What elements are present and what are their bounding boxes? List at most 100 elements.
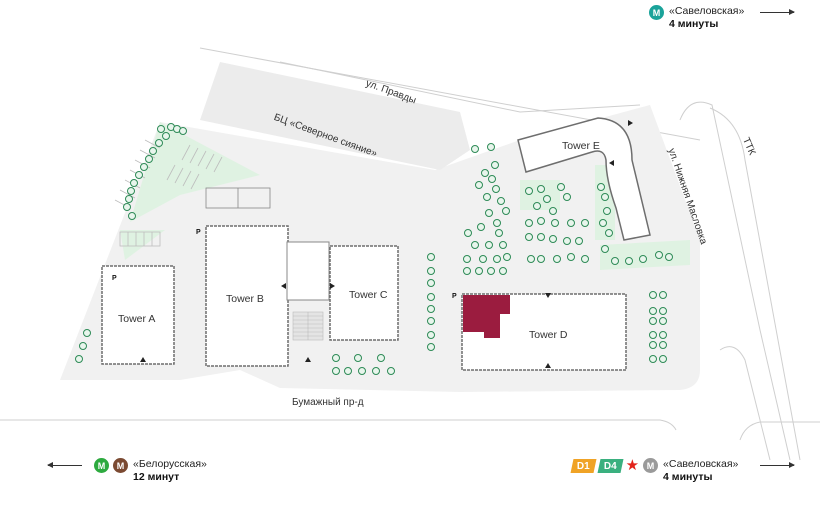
tower-a-footprint [101, 265, 175, 365]
tree-icon [658, 330, 667, 339]
tree-icon [491, 184, 500, 193]
tree-icon [654, 250, 663, 259]
tree-icon [648, 340, 657, 349]
mcd-d4-icon: D4 [597, 458, 624, 473]
tree-icon [648, 354, 657, 363]
tree-icon [478, 254, 487, 263]
tree-icon [426, 292, 435, 301]
greenery-nw [130, 122, 260, 222]
metro-green-icon: М [94, 458, 109, 473]
tree-icon [426, 316, 435, 325]
tree-icon [426, 304, 435, 313]
tree-icon [596, 182, 605, 191]
station-name: «Белорусская» [133, 458, 207, 470]
tree-icon [178, 126, 187, 135]
tree-icon [496, 196, 505, 205]
tree-icon [600, 244, 609, 253]
tree-icon [610, 256, 619, 265]
tree-icon [562, 236, 571, 245]
tree-icon [134, 170, 143, 179]
svg-text:P: P [452, 293, 457, 300]
tree-icon [144, 154, 153, 163]
metro-grey-icon: М [643, 458, 659, 473]
mcd-d1-icon: D1 [570, 458, 597, 473]
tree-icon [664, 252, 673, 261]
tree-icon [542, 194, 551, 203]
tree-icon [548, 234, 557, 243]
tower-c-footprint [329, 245, 399, 341]
tree-icon [532, 201, 541, 210]
arrow-right-icon [760, 462, 795, 468]
tree-icon [494, 228, 503, 237]
tree-icon [386, 366, 395, 375]
svg-text:P: P [196, 229, 201, 236]
tree-icon [124, 194, 133, 203]
tree-icon [122, 202, 131, 211]
tree-icon [648, 330, 657, 339]
tower-e-footprint [517, 117, 651, 241]
tree-icon [343, 366, 352, 375]
tree-icon [426, 266, 435, 275]
greenery-w [120, 230, 165, 260]
metro-brown-icon: М [113, 458, 128, 473]
tree-icon [82, 328, 91, 337]
svg-text:P: P [112, 275, 117, 282]
tree-icon [602, 206, 611, 215]
tree-icon [524, 232, 533, 241]
tree-icon [154, 138, 163, 147]
tree-icon [426, 342, 435, 351]
tree-icon [474, 180, 483, 189]
tower-c-label[interactable]: Tower C [349, 289, 388, 301]
tree-icon [600, 192, 609, 201]
tower-a-label[interactable]: Tower A [118, 313, 156, 325]
tree-icon [624, 256, 633, 265]
tree-icon [580, 218, 589, 227]
tree-icon [426, 252, 435, 261]
tree-icon [74, 354, 83, 363]
tree-icon [658, 290, 667, 299]
arrow-left-icon [47, 462, 82, 468]
tree-icon [580, 254, 589, 263]
tree-icon [480, 168, 489, 177]
tree-icon [638, 254, 647, 263]
tree-icon [484, 240, 493, 249]
tree-icon [536, 184, 545, 193]
tree-icon [486, 266, 495, 275]
station-name: «Савеловская» [669, 5, 745, 17]
tree-icon [562, 192, 571, 201]
tree-icon [462, 254, 471, 263]
tower-d-label[interactable]: Tower D [529, 329, 568, 341]
arrow-right-icon [760, 9, 795, 15]
tree-icon [462, 266, 471, 275]
tree-icon [371, 366, 380, 375]
tree-icon [536, 216, 545, 225]
tree-icon [552, 254, 561, 263]
tree-icon [498, 266, 507, 275]
tree-icon [426, 330, 435, 339]
tree-icon [126, 186, 135, 195]
tree-icon [501, 206, 510, 215]
ttk-edge-right [709, 107, 801, 461]
tower-b-label[interactable]: Tower B [226, 293, 264, 305]
tree-icon [648, 306, 657, 315]
tree-icon [484, 208, 493, 217]
tree-icon [648, 290, 657, 299]
tower-e-label[interactable]: Tower E [562, 140, 600, 152]
tree-icon [376, 353, 385, 362]
tree-icon [482, 192, 491, 201]
tree-icon [357, 366, 366, 375]
tree-icon [492, 254, 501, 263]
travel-time: 4 минуты [663, 471, 713, 483]
tree-icon [331, 366, 340, 375]
tree-icon [161, 131, 170, 140]
tree-icon [476, 222, 485, 231]
tree-icon [598, 218, 607, 227]
ttk-ramp [719, 346, 771, 461]
tree-icon [566, 252, 575, 261]
tree-icon [156, 124, 165, 133]
tree-icon [526, 254, 535, 263]
travel-time: 12 минут [133, 471, 180, 483]
tree-icon [536, 254, 545, 263]
tree-icon [648, 316, 657, 325]
